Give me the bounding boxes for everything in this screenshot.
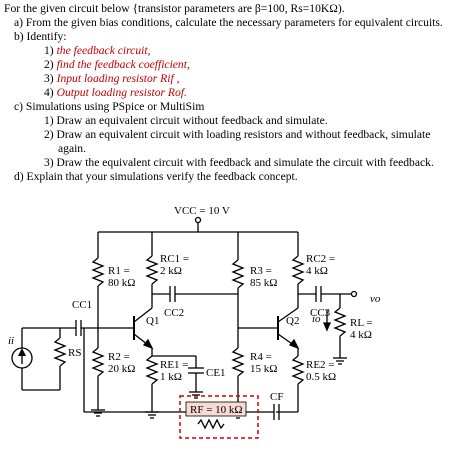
vcc-label: VCC = 10 V [174, 205, 230, 217]
re2-label: RE2 = [306, 359, 335, 371]
cc1-label: CC1 [72, 299, 92, 311]
circuit-diagram: VCC = 10 V R1 = 80 kΩ RC1 = 2 kΩ R3 = 85… [8, 205, 381, 439]
r1-value: 80 kΩ [108, 277, 135, 289]
ii-label: ii [8, 335, 14, 347]
part-d: d) Explain that your simulations verify … [14, 170, 298, 183]
re1-value: 1 kΩ [160, 371, 182, 383]
rc1-value: 2 kΩ [160, 265, 182, 277]
source-arrow-head [18, 348, 26, 356]
rl-label: RL = [350, 317, 373, 329]
part-c1: 1) Draw an equivalent circuit without fe… [44, 114, 328, 127]
re1-label: RE1 = [160, 359, 189, 371]
r3-value: 85 kΩ [250, 277, 277, 289]
ce1-label: CE1 [206, 367, 226, 379]
problem-intro: For the given circuit below {transistor … [4, 2, 345, 15]
r1-label: R1 = [108, 265, 130, 277]
part-b1: 1) the feedback circuit, [44, 44, 151, 57]
re2-value: 0.5 kΩ [306, 371, 336, 383]
r2-label: R2 = [108, 351, 130, 363]
part-c2: 2) Draw an equivalent circuit with loadi… [44, 128, 431, 141]
component-labels: VCC = 10 V R1 = 80 kΩ RC1 = 2 kΩ R3 = 85… [8, 205, 381, 416]
vo-label: vo [370, 293, 381, 305]
io-label: io [312, 313, 321, 325]
cf-label: CF [270, 391, 283, 403]
rl-value: 4 kΩ [350, 329, 372, 341]
rc2-label: RC2 = [306, 253, 335, 265]
cc3-label: CC3 [310, 307, 331, 319]
rf-label: RF = 10 kΩ [190, 404, 243, 416]
circuit-wires [11, 216, 358, 420]
r2-value: 20 kΩ [108, 363, 135, 375]
cc2-label: CC2 [164, 307, 184, 319]
part-b4: 4) Output loading resistor Rof. [44, 86, 187, 99]
r4-label: R4 = [250, 351, 272, 363]
rc2-value: 4 kΩ [306, 265, 328, 277]
part-c: c) Simulations using PSpice or MultiSim [14, 100, 205, 113]
part-a: a) From the given bias conditions, calcu… [14, 16, 443, 29]
feedback-box [179, 395, 259, 439]
part-b: b) Identify: [14, 30, 67, 43]
part-b2: 2) find the feedback coefficient, [44, 58, 190, 71]
r4-value: 15 kΩ [250, 363, 277, 375]
q1-label: Q1 [146, 315, 159, 327]
rs-label: RS [68, 347, 81, 359]
part-c2-cont: again. [58, 142, 87, 155]
rf-resistor [197, 418, 225, 430]
part-c3: 3) Draw the equivalent circuit with feed… [44, 156, 434, 169]
rf-label-box [185, 401, 247, 417]
problem-statement: For the given circuit below {transistor … [0, 0, 474, 183]
r3-label: R3 = [250, 265, 272, 277]
rc1-label: RC1 = [160, 253, 189, 265]
q2-label: Q2 [286, 315, 299, 327]
part-b3: 3) Input loading resistor Rif , [44, 72, 180, 85]
